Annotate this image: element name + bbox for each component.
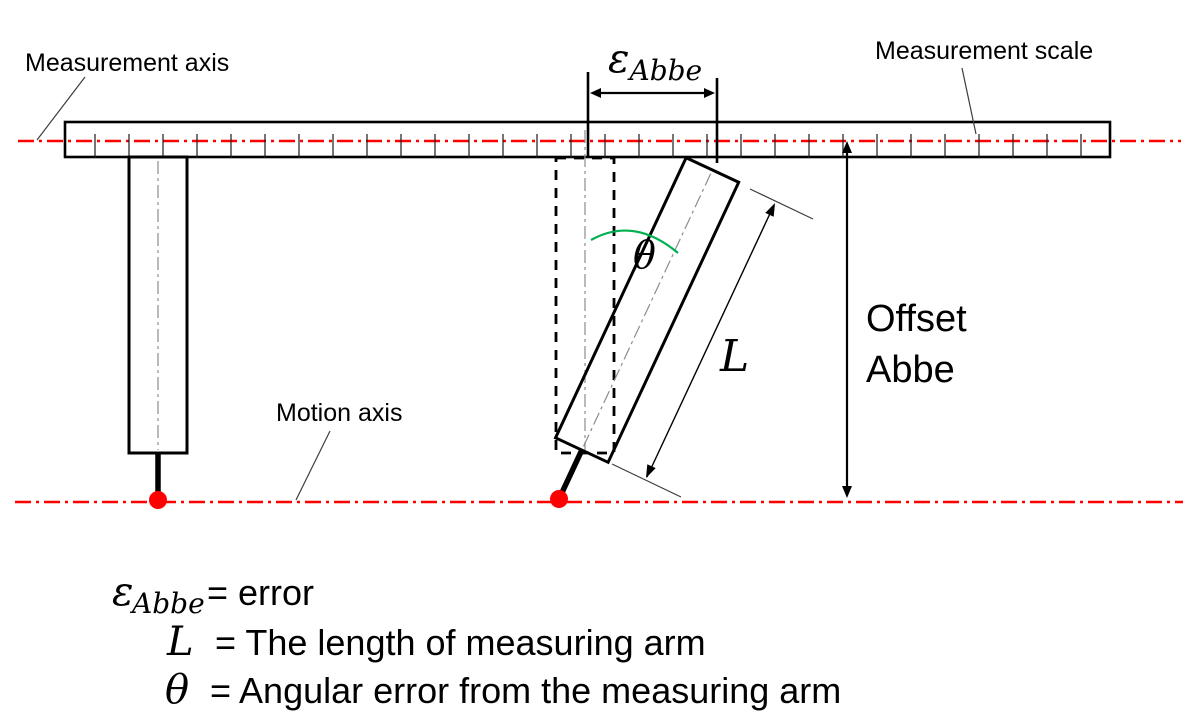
legend-epsilon-symbol: ε [112, 569, 133, 615]
abbe-error-arrowhead-left [590, 88, 601, 98]
legend-row-epsilon: ε Abbe = error [112, 569, 314, 620]
upright-arm [127, 155, 189, 509]
tilted-arm [550, 155, 741, 508]
abbe-offset-dimension: Offset Abbe [842, 141, 967, 498]
legend-row-length: L = The length of measuring arm [166, 619, 706, 665]
abbe-offset-arrowhead-top [842, 141, 852, 153]
motion-axis-label: Motion axis [276, 399, 402, 427]
abbe-offset-arrowhead-bottom [842, 486, 852, 498]
epsilon-subscript: Abbe [626, 54, 702, 87]
legend: ε Abbe = error L = The length of measuri… [112, 569, 841, 713]
legend-length-definition: = The length of measuring arm [215, 622, 706, 663]
tilted-arm-centerline [560, 173, 712, 494]
abbe-error-label: εAbbe [608, 36, 702, 87]
measurement-scale-leader-line [961, 67, 977, 135]
arm-length-arrowhead-top [765, 203, 775, 217]
measurement-axis-leader-line [36, 76, 86, 141]
legend-angle-definition: = Angular error from the measuring arm [210, 670, 841, 711]
legend-epsilon-subscript: Abbe [129, 587, 205, 620]
arm-length-dimension: L [611, 188, 814, 498]
motion-axis-leader-line [295, 430, 331, 501]
legend-row-angle: θ = Angular error from the measuring arm [165, 667, 841, 713]
abbe-error-arrowhead-right [704, 88, 715, 98]
scale-ticks [94, 134, 1082, 158]
legend-epsilon-definition: = error [207, 572, 314, 613]
measurement-scale-label: Measurement scale [875, 37, 1093, 65]
angle-error-arc [590, 229, 679, 254]
arm-length-label: L [719, 331, 749, 382]
tilted-arm-pivot-dot [550, 490, 568, 508]
arm-length-arrowhead-bottom [646, 464, 656, 478]
arm-length-extension-top [749, 188, 814, 220]
abbe-error-dimension: εAbbe [586, 36, 719, 163]
abbe-offset-label-line1: Offset [866, 298, 967, 340]
tilted-arm-stem [557, 448, 585, 498]
arm-length-extension-bottom [611, 463, 682, 498]
upright-arm-pivot-dot [149, 491, 167, 509]
measurement-axis-label: Measurement axis [25, 49, 229, 77]
epsilon-symbol: ε [608, 36, 629, 82]
angle-error-label: θ [633, 233, 656, 277]
arm-length-arrow-line [646, 204, 775, 478]
abbe-offset-label-line2: Abbe [866, 349, 955, 391]
legend-angle-symbol: θ [165, 667, 189, 713]
legend-length-symbol: L [166, 619, 194, 665]
